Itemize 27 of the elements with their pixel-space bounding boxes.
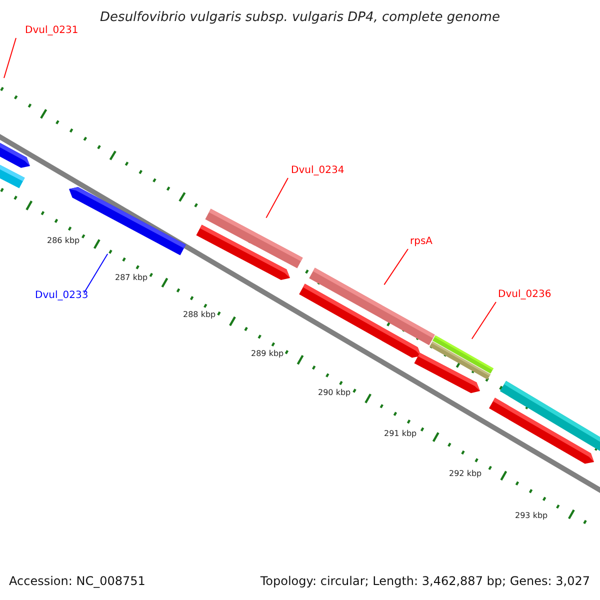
leader-line (4, 38, 16, 78)
gene-label: Dvul_0236 (498, 289, 552, 300)
leader-line (384, 248, 408, 286)
gene-bar (414, 352, 480, 394)
scale-label: 286 kbp (47, 236, 80, 245)
gene-label: Dvul_0231 (25, 25, 78, 36)
gene-bar (299, 284, 421, 358)
footer-text: Topology: circular; Length: 3,462,887 bp; Genes: 3,027 (260, 574, 590, 588)
gene-label: Dvul_0234 (291, 165, 344, 176)
scale-label: 290 kbp (318, 388, 351, 397)
gene-bar (489, 398, 594, 464)
gene-bar (0, 142, 30, 168)
scale-label: 289 kbp (251, 349, 284, 358)
gene-bar (196, 224, 290, 280)
footer-text: Accession: NC_008751 (9, 574, 146, 588)
scale-label: 292 kbp (449, 469, 482, 478)
scale-label: 288 kbp (183, 310, 216, 319)
gene-label: Dvul_0233 (35, 290, 88, 301)
leader-line (84, 253, 108, 294)
scale-label: 293 kbp (515, 511, 548, 520)
gene-label: rpsA (410, 236, 433, 247)
leader-line (471, 302, 496, 340)
gene-bar (0, 164, 25, 188)
leader-line (266, 178, 288, 218)
title: Desulfovibrio vulgaris subsp. vulgaris DP4, complete genome (99, 10, 501, 25)
scale-label: 291 kbp (384, 429, 417, 438)
scale-label: 287 kbp (115, 273, 148, 282)
